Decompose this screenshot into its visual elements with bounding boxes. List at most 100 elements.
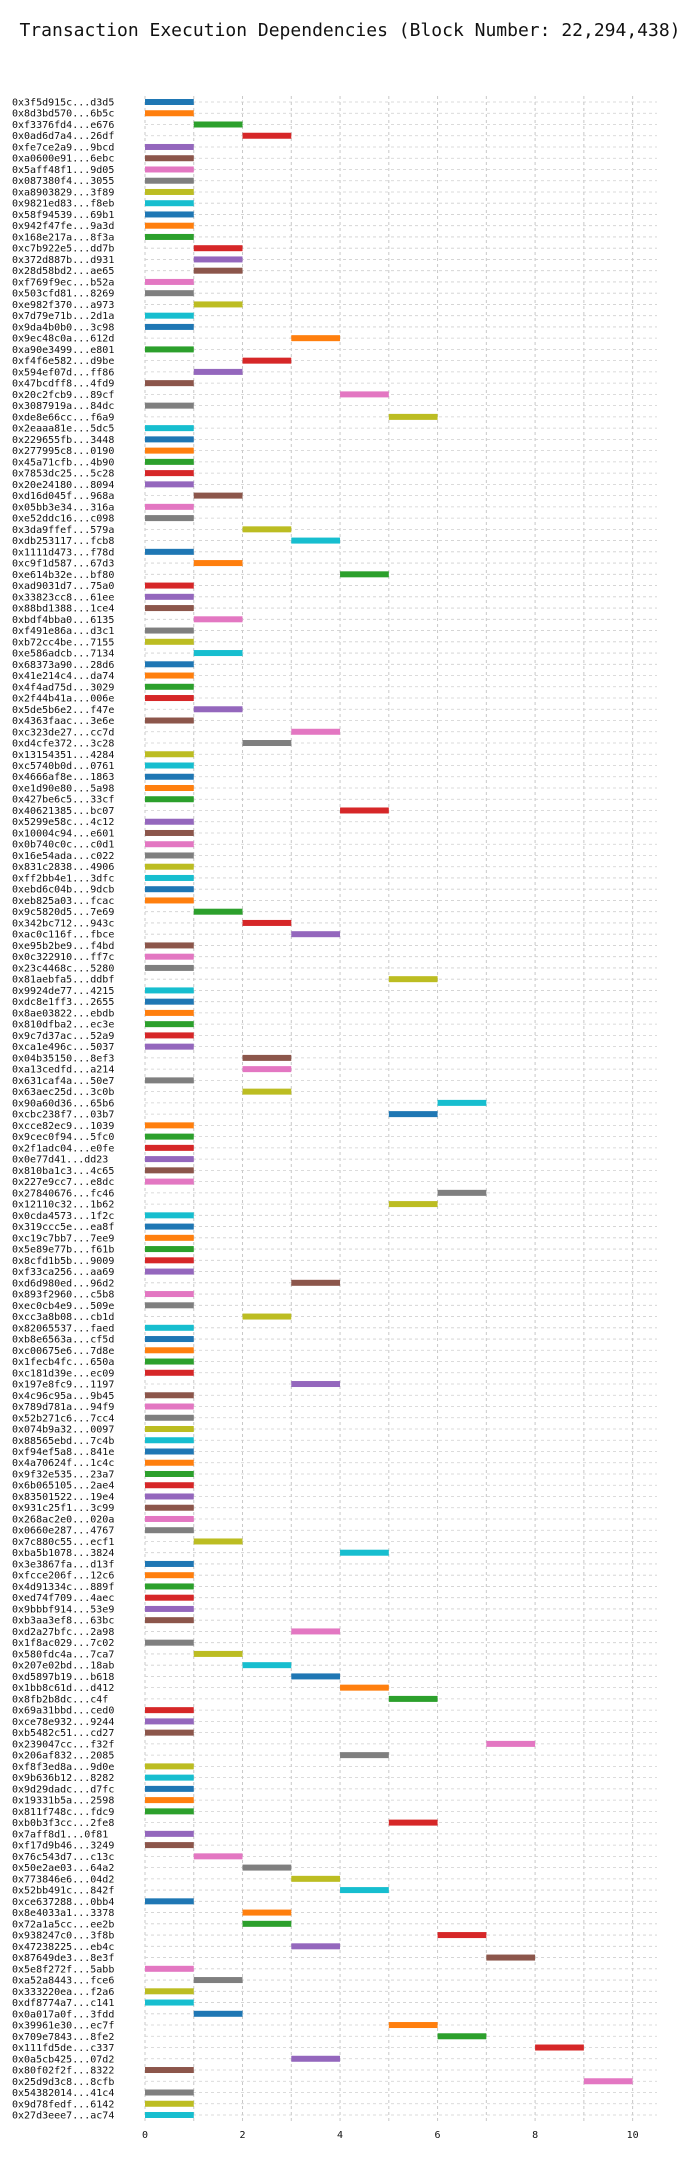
tx-hash-label: 0x2f1adc04...e0fe xyxy=(12,1143,114,1154)
grid-layer xyxy=(144,96,657,2121)
dependency-bar xyxy=(145,1763,194,1770)
tx-hash-label: 0x6b065105...2ae4 xyxy=(12,1481,114,1492)
tx-hash-label: 0x372d887b...d931 xyxy=(12,255,114,266)
dependency-bar xyxy=(145,784,194,791)
tx-hash-label: 0x8cfd1b5b...9009 xyxy=(12,1256,114,1267)
tx-hash-label: 0x3f5d915c...d3d5 xyxy=(12,98,114,109)
tx-hash-label: 0xdf8774a7...c141 xyxy=(12,1998,114,2009)
dependency-bar xyxy=(242,919,292,926)
tx-hash-label: 0x810dfba2...ec3e xyxy=(12,1020,114,1031)
tx-hash-label: 0xfe7ce2a9...9bcd xyxy=(12,142,114,153)
dependency-bar xyxy=(291,537,341,544)
tx-hash-label: 0xb8e6563a...cf5d xyxy=(12,1335,114,1346)
tx-hash-label: 0x3da9ffef...579a xyxy=(12,525,114,536)
tx-hash-label: 0x68373a90...28d6 xyxy=(12,660,114,671)
dependency-bar xyxy=(145,1437,194,1444)
dependency-bar xyxy=(583,2078,633,2085)
dependency-bar xyxy=(193,1650,243,1657)
tx-hash-label: 0xf17d9b46...3249 xyxy=(12,1841,114,1852)
dependency-bar xyxy=(145,1482,194,1489)
tx-hash-label: 0x239047cc...f32f xyxy=(12,1739,114,1750)
dependency-bar xyxy=(242,526,292,533)
tx-hash-label: 0x4666af8e...1863 xyxy=(12,772,114,783)
dependency-bar xyxy=(437,1189,487,1196)
dependency-bar xyxy=(145,818,194,825)
dependency-bar xyxy=(145,964,194,971)
dependency-bar xyxy=(145,638,194,645)
tx-hash-label: 0x9f32e535...23a7 xyxy=(12,1469,114,1480)
x-tick-label: 10 xyxy=(627,2130,639,2141)
dependency-bar xyxy=(145,458,194,465)
dependency-bar xyxy=(242,132,292,139)
tx-hash-label: 0xde8e66cc...f6a9 xyxy=(12,412,114,423)
dependency-bar xyxy=(145,425,194,432)
tx-hash-label: 0xd5897b19...b618 xyxy=(12,1672,114,1683)
dependency-bar xyxy=(145,683,194,690)
label-layer: 0x3f5d915c...d3d50x8d3bd570...6b5c0xf337… xyxy=(12,98,114,2122)
tx-hash-label: 0xe614b32e...bf80 xyxy=(12,570,114,581)
tx-hash-label: 0x0660e287...4767 xyxy=(12,1526,114,1537)
tx-hash-label: 0x9cec0f94...5fc0 xyxy=(12,1132,114,1143)
tx-hash-label: 0xc00675e6...7d8e xyxy=(12,1346,114,1357)
dependency-bar xyxy=(193,301,243,308)
tx-hash-label: 0xac0c116f...fbce xyxy=(12,930,114,941)
dependency-bar xyxy=(145,1707,194,1714)
tx-hash-label: 0xeb825a03...fcac xyxy=(12,896,114,907)
tx-hash-label: 0x811f748c...fdc9 xyxy=(12,1807,114,1818)
tx-hash-label: 0xf8f3ed8a...9d0e xyxy=(12,1762,114,1773)
dependency-bar xyxy=(145,1797,194,1804)
dependency-bar xyxy=(145,695,194,702)
dependency-bar xyxy=(145,1257,194,1264)
tx-hash-label: 0x8e4033a1...3378 xyxy=(12,1908,114,1919)
dependency-bar xyxy=(145,1009,194,1016)
dependency-bar xyxy=(193,650,243,657)
dependency-bar xyxy=(242,1066,292,1073)
tx-hash-label: 0x28d58bd2...ae65 xyxy=(12,266,114,277)
tx-hash-label: 0xf3376fd4...e676 xyxy=(12,120,114,131)
tx-hash-label: 0x9d29dadc...d7fc xyxy=(12,1784,114,1795)
dependency-bar xyxy=(145,166,194,173)
tx-hash-label: 0x3087919a...84dc xyxy=(12,401,114,412)
dependency-bar xyxy=(291,1381,341,1388)
tx-hash-label: 0x229655fb...3448 xyxy=(12,435,114,446)
tx-hash-label: 0xce637288...0bb4 xyxy=(12,1897,114,1908)
dependency-bar xyxy=(145,447,194,454)
dependency-bar xyxy=(242,1920,292,1927)
dependency-bar xyxy=(291,2055,341,2062)
tx-hash-label: 0x9c7d37ac...52a9 xyxy=(12,1031,114,1042)
dependency-bar xyxy=(145,987,194,994)
tx-hash-label: 0x16e54ada...c022 xyxy=(12,851,114,862)
tx-hash-label: 0x90a60d36...65b6 xyxy=(12,1098,114,1109)
dependency-bar xyxy=(145,1470,194,1477)
tx-hash-label: 0x9bbbf914...53e9 xyxy=(12,1604,114,1615)
dependency-bar xyxy=(193,908,243,915)
dependency-bar xyxy=(340,571,389,578)
tx-hash-label: 0x2f44b41a...006e xyxy=(12,694,114,705)
dependency-bar xyxy=(145,222,194,229)
tx-hash-label: 0x831c2838...4906 xyxy=(12,862,114,873)
dependency-bar xyxy=(145,155,194,162)
tx-hash-label: 0x83501522...19e4 xyxy=(12,1492,114,1503)
tx-hash-label: 0x0a5cb425...07d2 xyxy=(12,2054,114,2065)
dependency-bar xyxy=(145,2100,194,2107)
dependency-bar xyxy=(193,560,243,567)
dependency-bar xyxy=(145,1639,194,1646)
tx-hash-label: 0x206af832...2085 xyxy=(12,1751,114,1762)
dependency-bar xyxy=(145,762,194,769)
tx-hash-label: 0x27840676...fc46 xyxy=(12,1188,114,1199)
tx-hash-label: 0x631caf4a...50e7 xyxy=(12,1076,114,1087)
dependency-bar xyxy=(242,1088,292,1095)
dependency-bar xyxy=(145,211,194,218)
dependency-bar xyxy=(145,1369,194,1376)
tx-hash-label: 0x69a31bbd...ced0 xyxy=(12,1706,114,1717)
tx-hash-label: 0xd6d980ed...96d2 xyxy=(12,1278,114,1289)
tx-hash-label: 0x1bb8c61d...d412 xyxy=(12,1683,114,1694)
dependency-bar xyxy=(145,1358,194,1365)
tx-hash-label: 0x0c322910...ff7c xyxy=(12,952,114,963)
tx-hash-label: 0xf94ef5a8...841e xyxy=(12,1447,114,1458)
dependency-bar xyxy=(291,1943,341,1950)
tx-hash-label: 0x54382014...41c4 xyxy=(12,2088,114,2099)
tx-hash-label: 0x0e77d41...dd23 xyxy=(12,1155,108,1166)
dependency-bar xyxy=(145,841,194,848)
